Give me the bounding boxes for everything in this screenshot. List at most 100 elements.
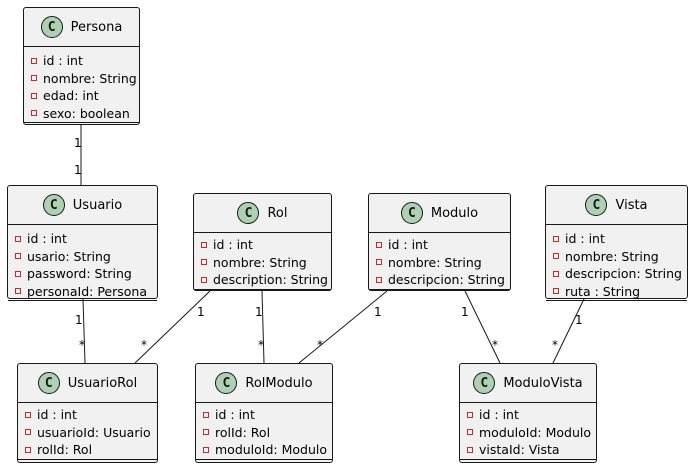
association-usuario-usuariorol (82, 298, 86, 364)
attribute-row: id : int (553, 230, 687, 248)
attribute-row: id : int (31, 52, 139, 70)
class-name: Rol (267, 205, 288, 221)
attribute-row: id : int (25, 406, 157, 424)
private-visibility-icon (553, 270, 559, 277)
attribute-row: usuarioId: Usuario (25, 424, 157, 442)
private-visibility-icon (376, 276, 382, 283)
private-visibility-icon (467, 446, 473, 453)
attribute-text: nombre: String (565, 248, 659, 264)
attribute-row: nombre: String (553, 248, 687, 266)
attribute-text: nombre: String (43, 70, 137, 86)
class-c-icon: C (585, 194, 608, 216)
association-modulo-modulovista (464, 290, 501, 364)
attribute-row: rolId: Rol (25, 441, 157, 459)
attribute-text: id : int (37, 407, 77, 423)
attribute-text: descripcion: String (565, 266, 682, 282)
private-visibility-icon (31, 110, 37, 117)
class-name: Modulo (430, 205, 479, 221)
attribute-row: usario: String (15, 248, 157, 266)
attribute-text: nombre: String (213, 254, 307, 270)
attribute-row: vistaId: Vista (467, 441, 596, 459)
attribute-text: descripcion: String (388, 272, 505, 288)
attribute-text: rolId: Rol (37, 442, 93, 458)
class-c-icon: C (215, 372, 238, 394)
attribute-row: description: String (201, 271, 331, 289)
attribute-text: usuarioId: Usuario (37, 424, 151, 440)
class-name: Vista (615, 197, 648, 213)
multiplicity-rol-usuariorol-from: 1 (197, 305, 205, 319)
association-modulo-rolmodulo (298, 290, 388, 364)
attribute-text: description: String (213, 272, 328, 288)
multiplicity-modulo-rolmodulo-from: 1 (374, 305, 382, 319)
private-visibility-icon (201, 241, 207, 248)
association-rol-usuariorol (134, 290, 211, 364)
class-name: RolModulo (245, 375, 313, 391)
attribute-row: id : int (201, 236, 331, 254)
private-visibility-icon (25, 411, 31, 418)
attribute-row: edad: int (31, 87, 139, 105)
association-vista-modulovista (552, 298, 585, 364)
attribute-row: ruta : String (553, 283, 687, 301)
multiplicity-usuario-usuariorol-to: * (79, 338, 85, 352)
attribute-text: rolId: Rol (215, 424, 271, 440)
private-visibility-icon (15, 288, 21, 295)
private-visibility-icon (15, 270, 21, 277)
attribute-text: id : int (43, 53, 83, 69)
class-header: C Vista (546, 186, 687, 225)
private-visibility-icon (201, 259, 207, 266)
attribute-text: id : int (215, 407, 255, 423)
attribute-row: nombre: String (376, 254, 510, 272)
attribute-text: vistaId: Vista (479, 442, 560, 458)
private-visibility-icon (15, 253, 21, 260)
private-visibility-icon (553, 253, 559, 260)
attribute-text: usario: String (27, 248, 111, 264)
private-visibility-icon (201, 276, 207, 283)
private-visibility-icon (25, 429, 31, 436)
attribute-row: password: String (15, 265, 157, 283)
class-c-icon: C (237, 202, 260, 224)
attribute-row: nombre: String (31, 70, 139, 88)
private-visibility-icon (15, 235, 21, 242)
private-visibility-icon (467, 429, 473, 436)
attribute-text: id : int (27, 231, 67, 247)
private-visibility-icon (31, 92, 37, 99)
attribute-row: id : int (15, 230, 157, 248)
class-header: C RolModulo (196, 364, 332, 403)
attribute-text: id : int (213, 237, 253, 253)
attribute-text: moduloId: Modulo (215, 442, 328, 458)
private-visibility-icon (31, 75, 37, 82)
private-visibility-icon (203, 411, 209, 418)
class-name: Persona (70, 19, 123, 35)
private-visibility-icon (553, 235, 559, 242)
class-name: UsuarioRol (67, 375, 138, 391)
attribute-text: moduloId: Modulo (479, 424, 592, 440)
multiplicity-vista-modulovista-from: 1 (575, 313, 583, 327)
private-visibility-icon (31, 57, 37, 64)
attribute-row: moduloId: Modulo (467, 424, 596, 442)
attribute-text: nombre: String (388, 254, 482, 270)
attribute-row: rolId: Rol (203, 424, 332, 442)
attribute-row: descripcion: String (553, 265, 687, 283)
private-visibility-icon (467, 411, 473, 418)
multiplicity-rol-rolmodulo-from: 1 (255, 305, 263, 319)
private-visibility-icon (376, 241, 382, 248)
private-visibility-icon (553, 288, 559, 295)
